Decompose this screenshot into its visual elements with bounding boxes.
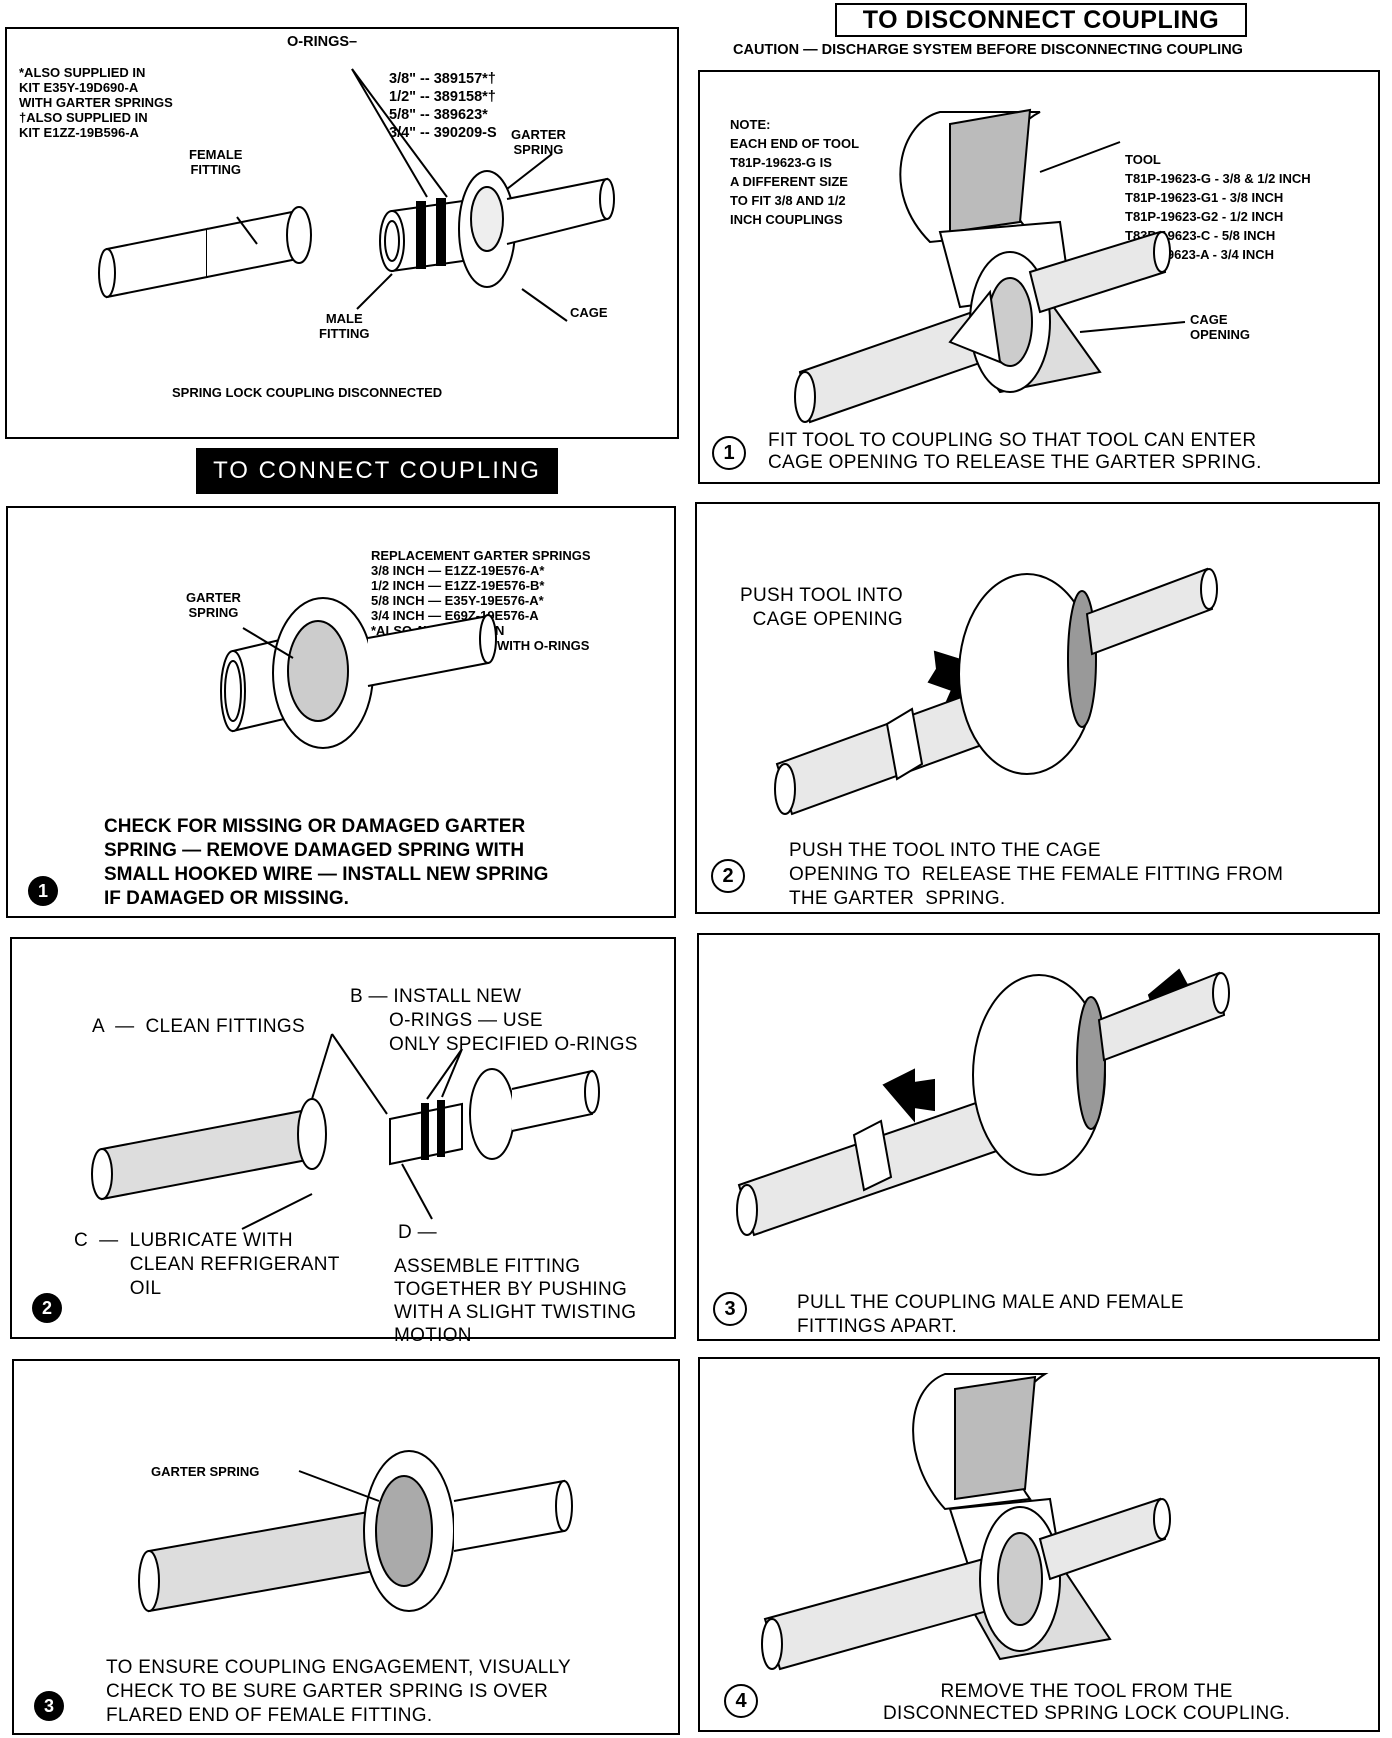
connect-step-2-number: 2	[32, 1293, 62, 1323]
connect-step-3-panel: GARTER SPRING 3 TO ENSURE COUPLING ENGAG…	[12, 1359, 680, 1735]
connect-step-2-panel: A — CLEAN FITTINGS B — INSTALL NEW O-RIN…	[10, 937, 678, 1346]
disconnect-step-3-panel: 3 PULL THE COUPLING MALE AND FEMALE FITT…	[697, 933, 1380, 1341]
disconnect-step-4-number: 4	[724, 1684, 758, 1718]
disconnect-step-4-text: REMOVE THE TOOL FROM THE DISCONNECTED SP…	[883, 1681, 1291, 1724]
garter-spring-check-illustration	[8, 508, 678, 920]
orings-label: O-RINGS–	[287, 34, 358, 50]
orings-list: 3/8" -- 389157*†1/2" -- 389158*†5/8" -- …	[389, 71, 497, 141]
assemble-label: ASSEMBLE FITTING TOGETHER BY PUSHING WIT…	[394, 1256, 637, 1346]
push-tool-illustration	[697, 504, 1382, 916]
disconnect-step-2-number: 2	[711, 859, 745, 893]
cage-opening-label: CAGE OPENING	[1190, 312, 1250, 342]
disconnect-step-3-text: PULL THE COUPLING MALE AND FEMALE FITTIN…	[797, 1292, 1184, 1337]
cage-label: CAGE	[570, 305, 608, 320]
connect-step-1-number: 1	[28, 876, 58, 906]
connect-step-3-number: 3	[34, 1691, 64, 1721]
garter-spring-label: GARTER SPRING	[186, 590, 241, 620]
disconnect-step-4-panel: 4 REMOVE THE TOOL FROM THE DISCONNECTED …	[698, 1357, 1380, 1732]
connect-fittings-illustration	[12, 939, 678, 1341]
disconnect-step-1-text: FIT TOOL TO COUPLING SO THAT TOOL CAN EN…	[768, 430, 1262, 473]
garter-spring-label: GARTER SPRING	[151, 1464, 260, 1479]
disconnect-header: TO DISCONNECT COUPLING	[835, 3, 1247, 37]
disconnect-step-3-number: 3	[713, 1292, 747, 1326]
pull-apart-illustration	[699, 935, 1382, 1343]
disconnect-step-1-number: 1	[712, 436, 746, 470]
male-fitting-label: MALE FITTING	[319, 311, 370, 341]
coupling-engaged-illustration	[14, 1361, 682, 1737]
female-fitting-label: FEMALE FITTING	[189, 147, 243, 177]
connect-header: TO CONNECT COUPLING	[196, 448, 558, 494]
overview-caption: SPRING LOCK COUPLING DISCONNECTED	[172, 385, 443, 400]
connect-step-1-text: CHECK FOR MISSING OR DAMAGED GARTER SPRI…	[104, 816, 549, 909]
assemble-label-d: D —	[398, 1222, 437, 1243]
tool-fit-illustration	[700, 72, 1382, 486]
disconnect-step-2-panel: PUSH TOOL INTO CAGE OPENING 2 PUSH THE T…	[695, 502, 1380, 914]
caution-text: CAUTION — DISCHARGE SYSTEM BEFORE DISCON…	[733, 42, 1243, 58]
disconnect-step-2-text: PUSH THE TOOL INTO THE CAGE OPENING TO R…	[789, 840, 1284, 909]
coupling-disconnected-illustration	[7, 29, 681, 441]
clean-fittings-label: A — CLEAN FITTINGS	[92, 1016, 305, 1037]
remove-tool-illustration	[700, 1359, 1382, 1734]
connect-step-3-text: TO ENSURE COUPLING ENGAGEMENT, VISUALLY …	[106, 1657, 571, 1726]
install-orings-label: B — INSTALL NEW O-RINGS — USE ONLY SPECI…	[350, 986, 638, 1055]
disconnect-step-1-panel: NOTE: EACH END OF TOOL T81P-19623-G IS A…	[698, 70, 1380, 484]
lubricate-label: C — LUBRICATE WITH CLEAN REFRIGERANT OIL	[74, 1230, 340, 1299]
garter-spring-label: GARTER SPRING	[511, 127, 566, 157]
push-tool-label: PUSH TOOL INTO CAGE OPENING	[740, 585, 903, 630]
tool-note: NOTE: EACH END OF TOOL T81P-19623-G IS A…	[730, 117, 860, 227]
